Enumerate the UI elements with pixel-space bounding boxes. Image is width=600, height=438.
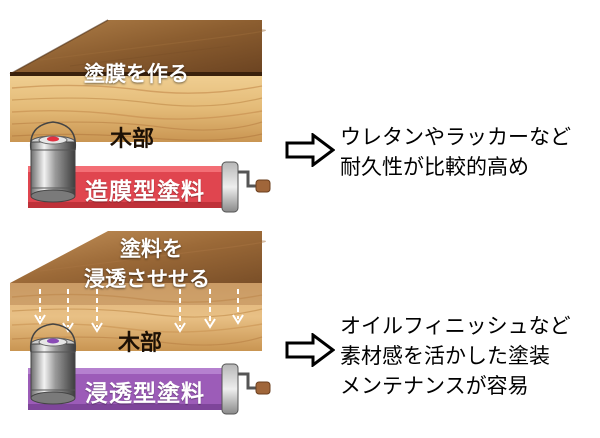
- paint-can-icon: [29, 323, 77, 405]
- surface-label-line: 塗料を: [120, 237, 183, 261]
- paint-roller-icon: [221, 161, 271, 213]
- description-line: メンテナンスが容易: [340, 374, 529, 398]
- paint-can-icon: [29, 121, 77, 203]
- right-arrow-outline-icon: [285, 133, 335, 167]
- film-forming-panel: 塗膜を作る 木部 造膜型塗料 ウレタンやラッカーなど 耐久性が比較的高め: [9, 19, 571, 213]
- right-arrow-outline-icon: [285, 333, 335, 367]
- film-description: ウレタンやラッカーなど 耐久性が比較的高め: [340, 122, 571, 182]
- surface-label: 塗料を: [120, 237, 183, 262]
- paint-can-cap: [47, 338, 59, 344]
- banner-label: 浸透型塗料: [85, 381, 205, 407]
- wood-label: 木部: [110, 127, 155, 152]
- wood-block: [10, 231, 266, 351]
- film-forming-illustration: [9, 19, 271, 213]
- description-line: オイルフィニッシュなど: [340, 314, 571, 338]
- penetrating-illustration: [10, 231, 271, 415]
- surface-label: 浸透させせる: [84, 263, 210, 293]
- description-line: 耐久性が比較的高め: [340, 155, 529, 179]
- paint-can-cap: [47, 136, 59, 142]
- banner-label: 造膜型塗料: [85, 179, 205, 205]
- paint-roller-icon: [221, 363, 271, 415]
- penetrating-panel: 塗料を 浸透させせる 木部 浸透型塗料 オイルフィニッシュなど 素材感を活かした…: [0, 219, 600, 438]
- surface-label-line: 浸透させせる: [84, 267, 210, 291]
- wood-block: [9, 19, 266, 142]
- surface-label: 塗膜を作る: [84, 62, 189, 86]
- wood-label: 木部: [118, 331, 163, 356]
- penetrating-description: オイルフィニッシュなど 素材感を活かした塗装 メンテナンスが容易: [340, 311, 571, 401]
- dashed-down-arrow-icon: [34, 289, 244, 333]
- description-line: 素材感を活かした塗装: [340, 344, 550, 368]
- description-line: ウレタンやラッカーなど: [340, 125, 571, 149]
